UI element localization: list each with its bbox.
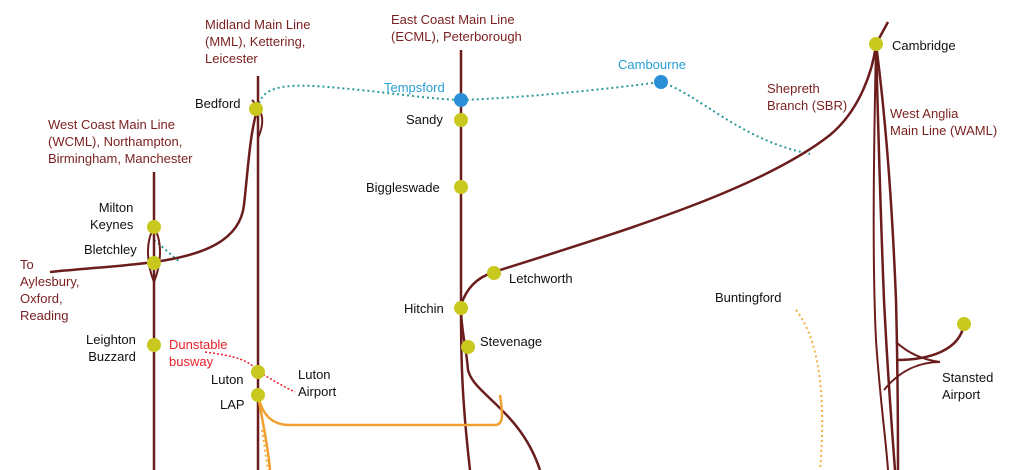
station-tempsford-label: Tempsford [384, 80, 445, 95]
orange-lap-spur [256, 394, 272, 470]
station-bedford-marker [249, 102, 263, 116]
station-biggleswade-marker [454, 180, 468, 194]
sbr-label: Shepreth Branch (SBR) [767, 81, 848, 113]
stansted-branch-1 [895, 323, 966, 362]
station-milton-keynes-label: Milton Keynes [90, 200, 134, 232]
waml-label: West Anglia Main Line (WAML) [890, 106, 998, 138]
mml-label: Midland Main Line (MML), Kettering, Leic… [205, 17, 311, 66]
station-bedford-label: Bedford [195, 96, 241, 111]
station-sandy-marker [454, 113, 468, 127]
station-luton-label: Luton [211, 372, 244, 387]
station-sandy-label: Sandy [406, 112, 443, 127]
station-letchworth-marker [487, 266, 501, 280]
station-cambridge-label: Cambridge [892, 38, 956, 53]
station-cambourne-marker [654, 75, 668, 89]
ecml-label: East Coast Main Line (ECML), Peterboroug… [391, 12, 522, 44]
station-cambridge-marker [869, 37, 883, 51]
waml-track-3 [872, 43, 889, 470]
aylesbury-track [49, 260, 155, 274]
station-luton-marker [251, 365, 265, 379]
station-leighton-buzzard-label: Leighton Buzzard [86, 332, 136, 364]
orange-lap-dotted [261, 429, 269, 470]
station-hitchin-label: Hitchin [404, 301, 444, 316]
marston-vale-track [153, 107, 260, 264]
buntingford-dotted [795, 309, 824, 470]
station-stevenage-label: Stevenage [480, 334, 543, 349]
station-milton-keynes-marker [147, 220, 161, 234]
station-stansted-marker [957, 317, 971, 331]
station-lap-label: LAP [220, 397, 245, 412]
station-letchworth-label: Letchworth [509, 271, 573, 286]
station-bletchley-marker [147, 256, 161, 270]
station-leighton-buzzard-marker [147, 338, 161, 352]
station-stevenage-marker [461, 340, 475, 354]
hitchin-cambridge-track [459, 43, 878, 306]
bletchley-link-dotted [153, 239, 181, 263]
station-lap-marker [251, 388, 265, 402]
station-stansted-airport-label: Stansted Airport [942, 370, 994, 402]
station-hitchin-marker [454, 301, 468, 315]
ecml-hitchin-south [459, 307, 472, 470]
stansted-branch-3 [883, 361, 941, 391]
aylesbury-label: To Aylesbury, Oxford, Reading [20, 257, 80, 323]
station-luton-airport-label: Luton Airport [298, 367, 337, 399]
dunstable-busway-label: Dunstable busway [169, 337, 228, 369]
station-buntingford-label: Buntingford [715, 290, 782, 305]
wcml-label: West Coast Main Line (WCML), Northampton… [48, 117, 193, 166]
orange-loop [256, 394, 504, 427]
waml-track-2 [874, 43, 900, 470]
waml-track-1 [874, 43, 897, 470]
station-cambourne-label: Cambourne [618, 57, 686, 72]
station-bletchley-label: Bletchley [84, 242, 137, 257]
station-tempsford-marker [454, 93, 468, 107]
east-west-rail-route [257, 80, 811, 155]
station-biggleswade-label: Biggleswade [366, 180, 440, 195]
